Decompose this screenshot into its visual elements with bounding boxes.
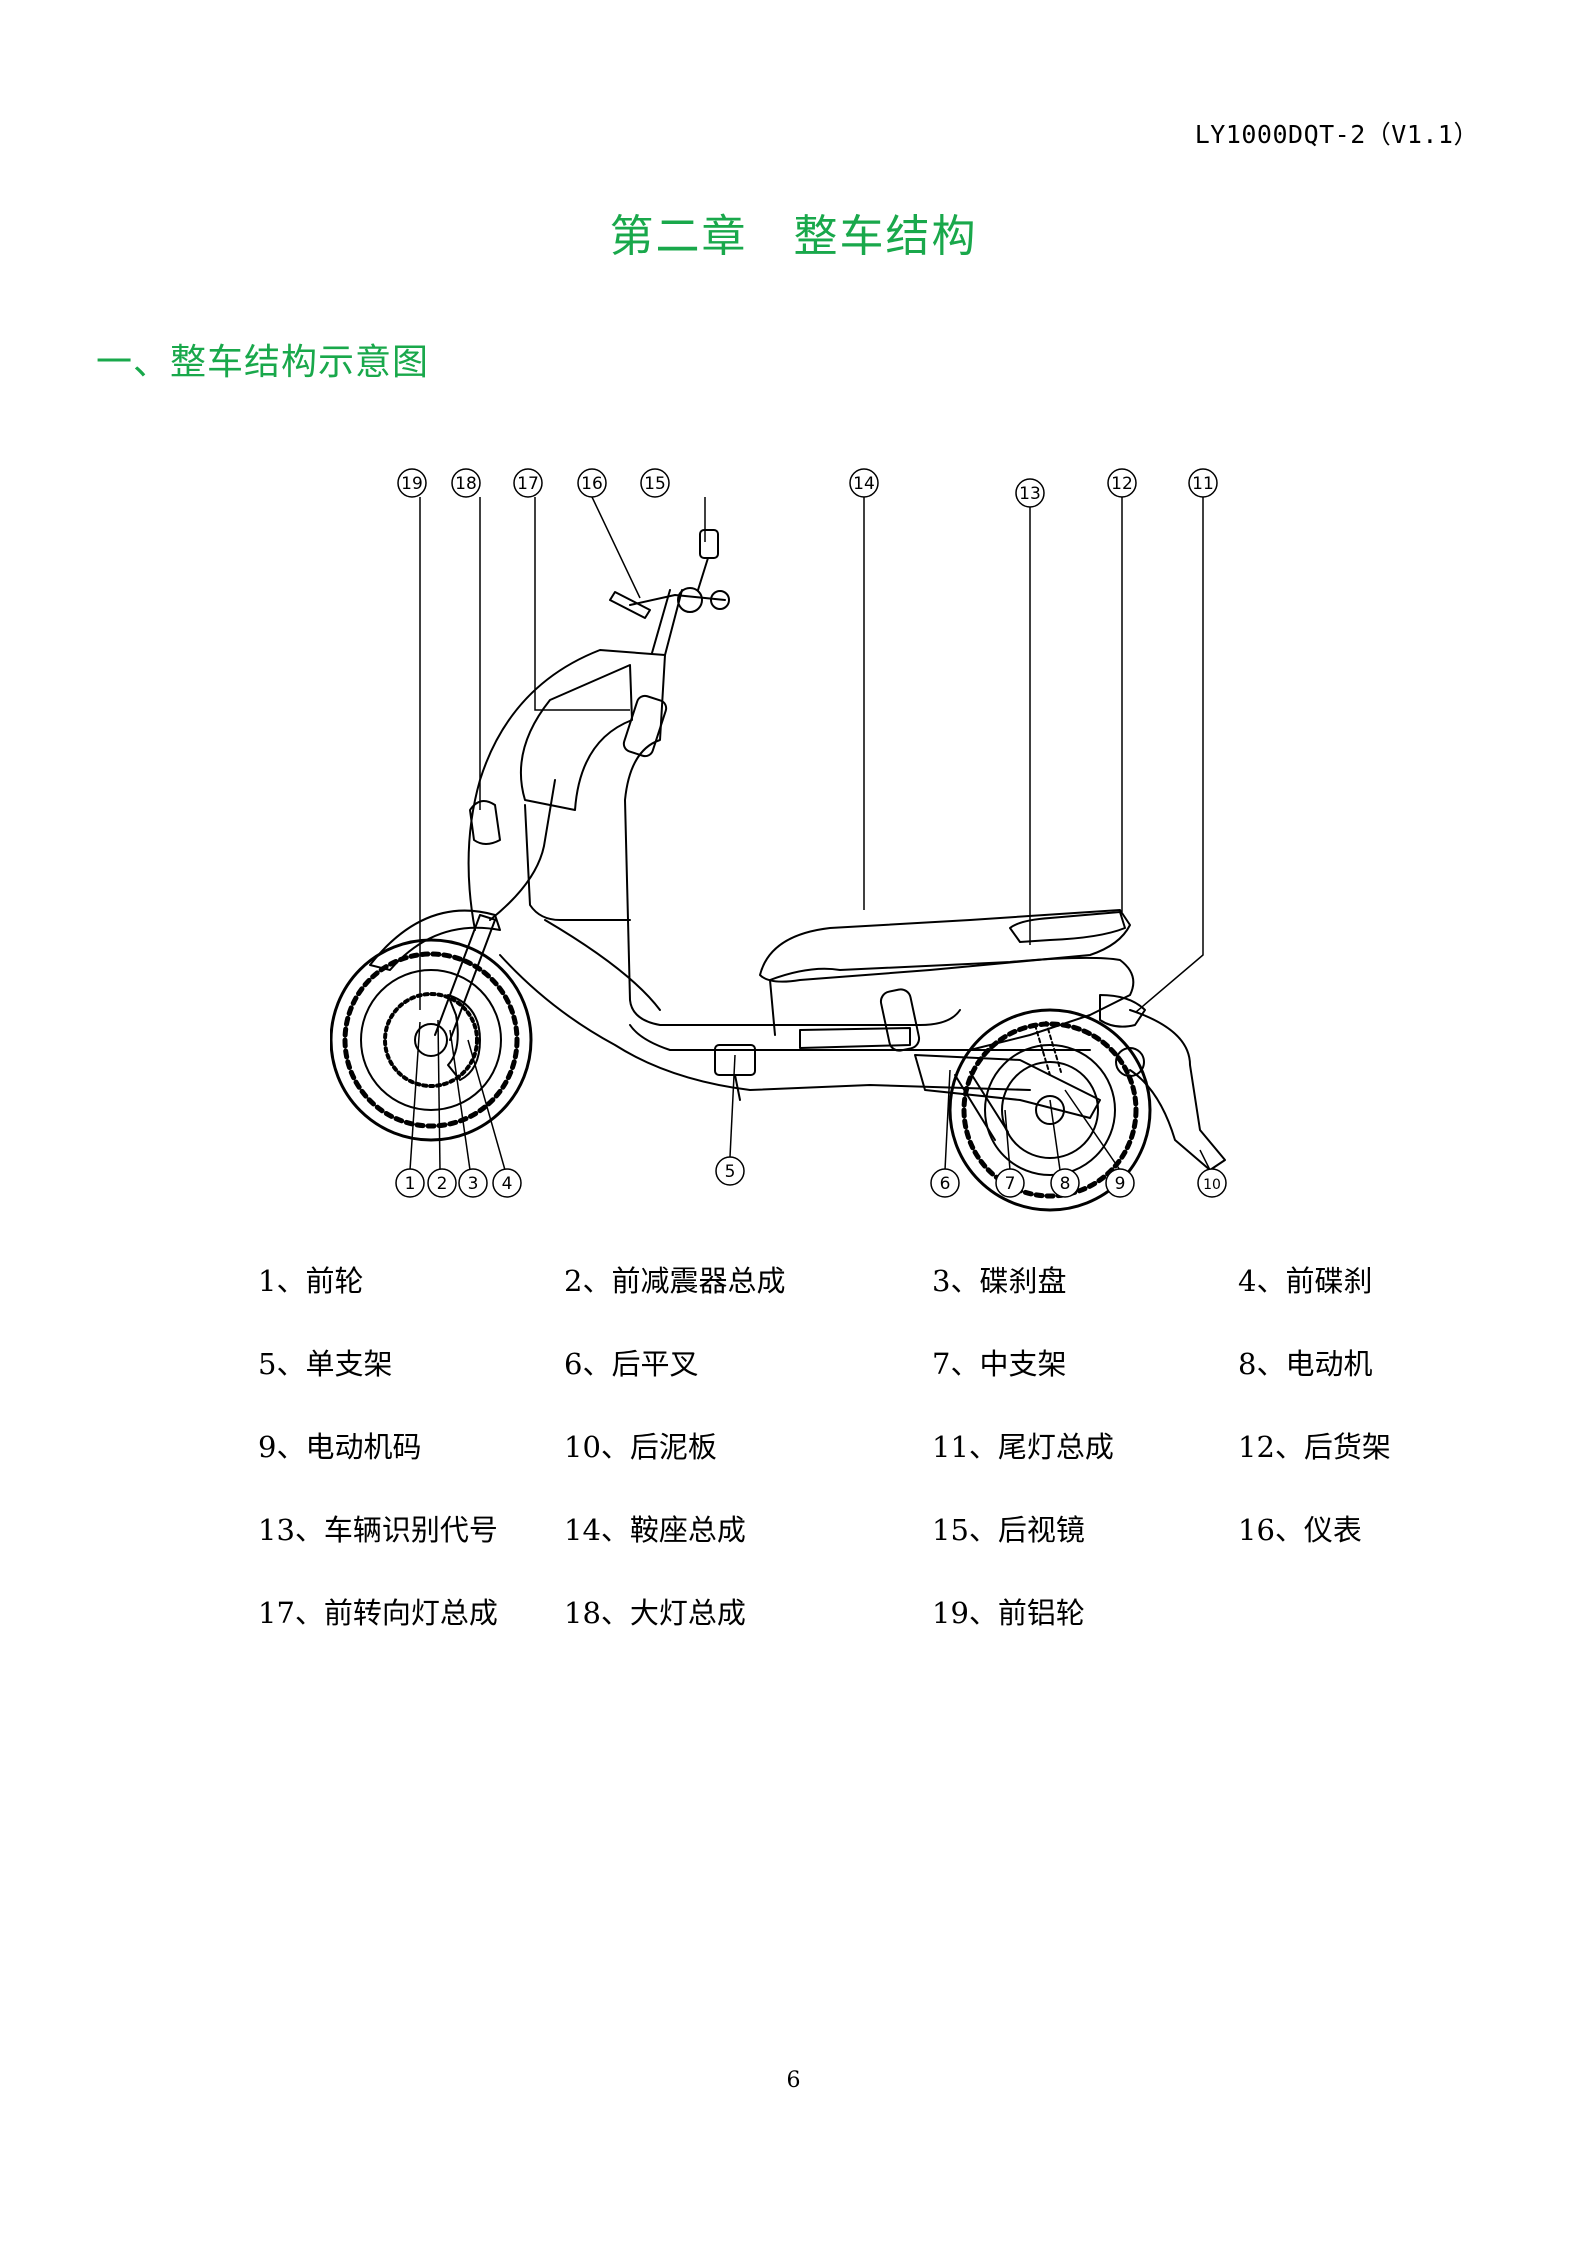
callout-2: 2 — [427, 1168, 457, 1198]
chapter-title: 第二章 整车结构 — [609, 211, 978, 262]
rear-body — [769, 956, 1135, 1051]
callout-16: 16 — [577, 468, 607, 498]
callout-11: 11 — [1188, 468, 1218, 498]
part-item: 8、电动机 — [1238, 1347, 1373, 1381]
callout-4: 4 — [492, 1168, 522, 1198]
seat — [759, 909, 1131, 983]
tail-light — [1099, 994, 1146, 1028]
part-item: 13、车辆识别代号 — [258, 1513, 498, 1547]
front-disc — [383, 992, 479, 1088]
part-item: 10、后泥板 — [564, 1430, 717, 1464]
svg-text:9: 9 — [1115, 1174, 1126, 1194]
body-side-badge — [879, 988, 921, 1052]
front-tire — [330, 938, 533, 1142]
svg-text:11: 11 — [1192, 474, 1214, 494]
callout-1: 1 — [395, 1168, 425, 1198]
part-item: 4、前碟刹 — [1238, 1264, 1373, 1298]
svg-text:7: 7 — [1005, 1174, 1016, 1194]
svg-text:14: 14 — [853, 474, 875, 494]
part-item: 6、后平叉 — [564, 1347, 699, 1381]
headlight — [469, 800, 501, 845]
section-title: 一、整车结构示意图 — [96, 342, 430, 383]
callouts: 19 18 17 16 15 14 13 12 11 1 2 3 4 5 6 7… — [395, 468, 1227, 1198]
part-item: 5、单支架 — [258, 1347, 393, 1381]
callout-10: 10 — [1197, 1168, 1227, 1198]
svg-text:6: 6 — [940, 1174, 951, 1194]
svg-text:5: 5 — [725, 1162, 736, 1182]
center-stand — [954, 1071, 1009, 1141]
callout-12: 12 — [1107, 468, 1137, 498]
front-fender — [369, 909, 501, 971]
part-item: 1、前轮 — [258, 1264, 364, 1298]
svg-text:10: 10 — [1203, 1177, 1221, 1193]
parts-legend: 1、前轮 2、前减震器总成 3、碟刹盘 4、前碟刹 5、单支架 6、后平叉 7、… — [258, 1258, 1408, 1673]
part-item: 11、尾灯总成 — [932, 1430, 1114, 1464]
hub-motor — [984, 1044, 1116, 1176]
scooter-drawing: 19 18 17 16 15 14 13 12 11 1 2 3 4 5 6 7… — [330, 468, 1227, 1212]
rear-rack — [1009, 911, 1126, 943]
document-code: LY1000DQT-2（V1.1） — [1194, 120, 1479, 149]
callout-3: 3 — [458, 1168, 488, 1198]
page-number: 6 — [786, 2068, 801, 2093]
callout-13: 13 — [1015, 478, 1045, 508]
svg-text:4: 4 — [502, 1174, 513, 1194]
callout-17: 17 — [513, 468, 543, 498]
part-item: 9、电动机码 — [258, 1430, 422, 1464]
part-item: 2、前减震器总成 — [564, 1264, 786, 1298]
front-body — [467, 649, 961, 1026]
svg-text:15: 15 — [644, 474, 666, 494]
callout-18: 18 — [451, 468, 481, 498]
grip — [677, 587, 703, 613]
svg-text:3: 3 — [468, 1174, 479, 1194]
front-turn-signal — [622, 694, 668, 758]
callout-15: 15 — [640, 468, 670, 498]
part-item: 17、前转向灯总成 — [258, 1596, 498, 1630]
svg-text:18: 18 — [455, 474, 477, 494]
svg-text:13: 13 — [1019, 484, 1041, 504]
svg-text:8: 8 — [1060, 1174, 1071, 1194]
callout-8: 8 — [1050, 1168, 1080, 1198]
part-item: 16、仪表 — [1238, 1513, 1362, 1547]
part-item: 15、后视镜 — [932, 1513, 1085, 1547]
part-item: 12、后货架 — [1238, 1430, 1391, 1464]
svg-text:1: 1 — [405, 1174, 416, 1194]
rear-shock — [1034, 1021, 1062, 1076]
callout-6: 6 — [930, 1168, 960, 1198]
part-item: 14、鞍座总成 — [564, 1513, 746, 1547]
brake-lever — [609, 591, 651, 619]
floorboard — [629, 1024, 1091, 1051]
rear-fender — [1129, 1009, 1226, 1171]
svg-text:17: 17 — [517, 474, 539, 494]
callout-9: 9 — [1105, 1168, 1135, 1198]
svg-text:12: 12 — [1111, 474, 1133, 494]
svg-text:2: 2 — [437, 1174, 448, 1194]
scooter-structure-diagram: 19 18 17 16 15 14 13 12 11 1 2 3 4 5 6 7… — [330, 450, 1260, 1220]
rear-mirror — [699, 529, 719, 559]
swing-arm — [914, 1054, 1101, 1119]
inner-apron — [544, 919, 661, 1011]
svg-text:16: 16 — [581, 474, 603, 494]
steering-column — [651, 589, 683, 656]
callout-14: 14 — [849, 468, 879, 498]
part-item: 7、中支架 — [932, 1347, 1067, 1381]
part-item: 3、碟刹盘 — [932, 1264, 1067, 1298]
front-caliper — [447, 994, 481, 1081]
part-item: 19、前铝轮 — [932, 1596, 1085, 1630]
front-fork — [434, 914, 497, 1041]
callout-19: 19 — [397, 468, 427, 498]
rear-tire — [948, 1008, 1152, 1212]
footrest — [799, 1027, 911, 1049]
part-item: 18、大灯总成 — [564, 1596, 746, 1630]
lower-body — [499, 954, 1031, 1091]
svg-text:19: 19 — [401, 474, 423, 494]
callout-5: 5 — [715, 1156, 745, 1186]
callout-7: 7 — [995, 1168, 1025, 1198]
handlebar — [629, 594, 726, 606]
